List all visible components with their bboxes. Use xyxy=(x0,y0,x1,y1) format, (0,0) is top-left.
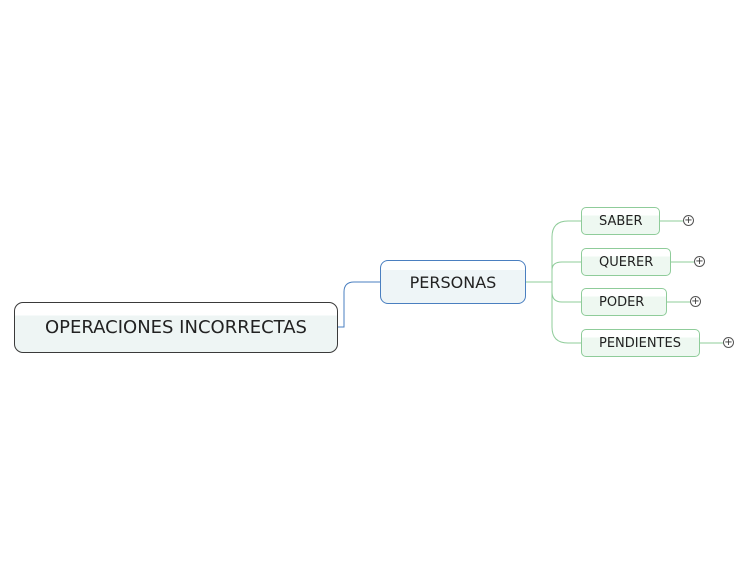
expand-poder-icon[interactable]: + xyxy=(690,295,701,307)
subtopic-label: PODER xyxy=(599,294,645,310)
expand-pendientes-icon[interactable]: + xyxy=(723,336,734,348)
connector-personas-to-querer xyxy=(551,261,581,271)
main-topic-label: PERSONAS xyxy=(409,272,497,292)
subtopic-pendientes[interactable]: PENDIENTES xyxy=(581,329,700,357)
subtopic-saber[interactable]: SABER xyxy=(581,207,660,235)
main-topic-personas[interactable]: PERSONAS xyxy=(380,260,526,304)
subtopic-label: QUERER xyxy=(599,254,654,270)
connector-root-to-personas xyxy=(338,281,380,328)
subtopic-label: SABER xyxy=(599,213,643,229)
expand-saber-icon[interactable]: + xyxy=(683,214,694,226)
subtopic-querer[interactable]: QUERER xyxy=(581,248,671,276)
subtopic-label: PENDIENTES xyxy=(599,335,681,351)
connector-personas-to-poder xyxy=(551,291,581,303)
expand-querer-icon[interactable]: + xyxy=(694,255,705,267)
connector-personas-to-saber xyxy=(526,220,581,283)
root-topic-label: OPERACIONES INCORRECTAS xyxy=(44,317,307,338)
root-topic-operaciones-incorrectas[interactable]: OPERACIONES INCORRECTAS xyxy=(14,302,338,353)
subtopic-poder[interactable]: PODER xyxy=(581,288,667,316)
connector-personas-to-pendientes xyxy=(551,282,581,344)
